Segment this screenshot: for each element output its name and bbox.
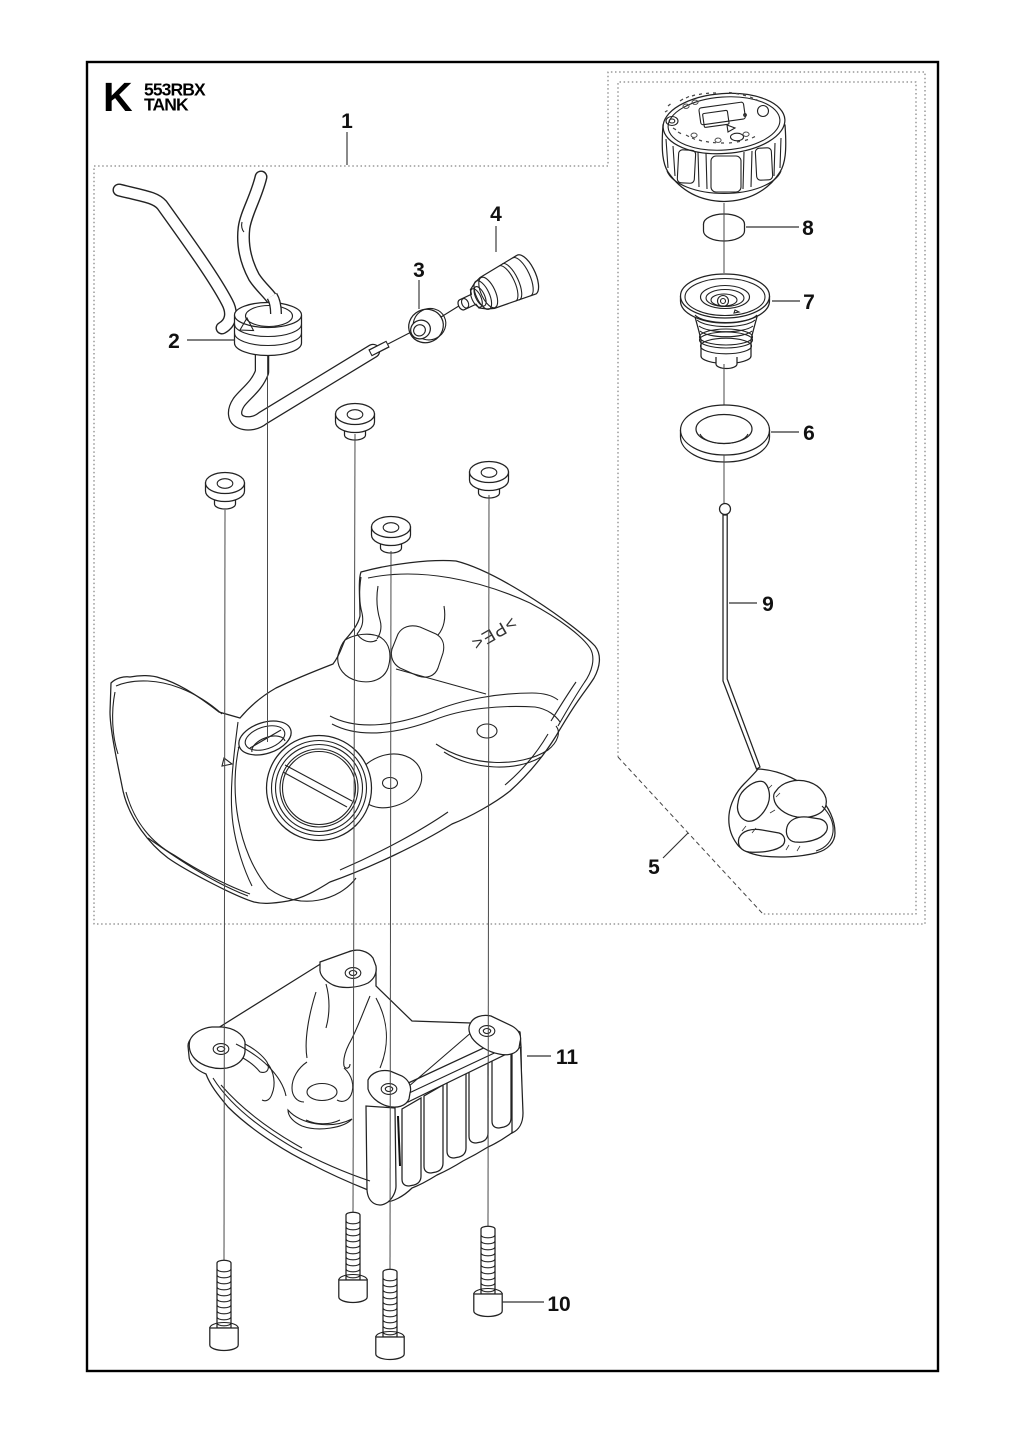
svg-text:K: K — [103, 74, 133, 120]
svg-text:1: 1 — [341, 110, 353, 133]
svg-text:6: 6 — [803, 422, 815, 445]
svg-text:9: 9 — [762, 593, 774, 616]
svg-text:2: 2 — [168, 330, 180, 353]
svg-text:8: 8 — [802, 217, 814, 240]
svg-text:10: 10 — [547, 1293, 570, 1316]
svg-text:3: 3 — [413, 259, 425, 282]
svg-text:11: 11 — [556, 1046, 579, 1069]
svg-text:7: 7 — [803, 291, 815, 314]
svg-text:5: 5 — [648, 856, 660, 879]
svg-text:TANK: TANK — [144, 95, 189, 115]
svg-text:4: 4 — [490, 203, 502, 226]
svg-text:553RBX: 553RBX — [144, 80, 206, 100]
